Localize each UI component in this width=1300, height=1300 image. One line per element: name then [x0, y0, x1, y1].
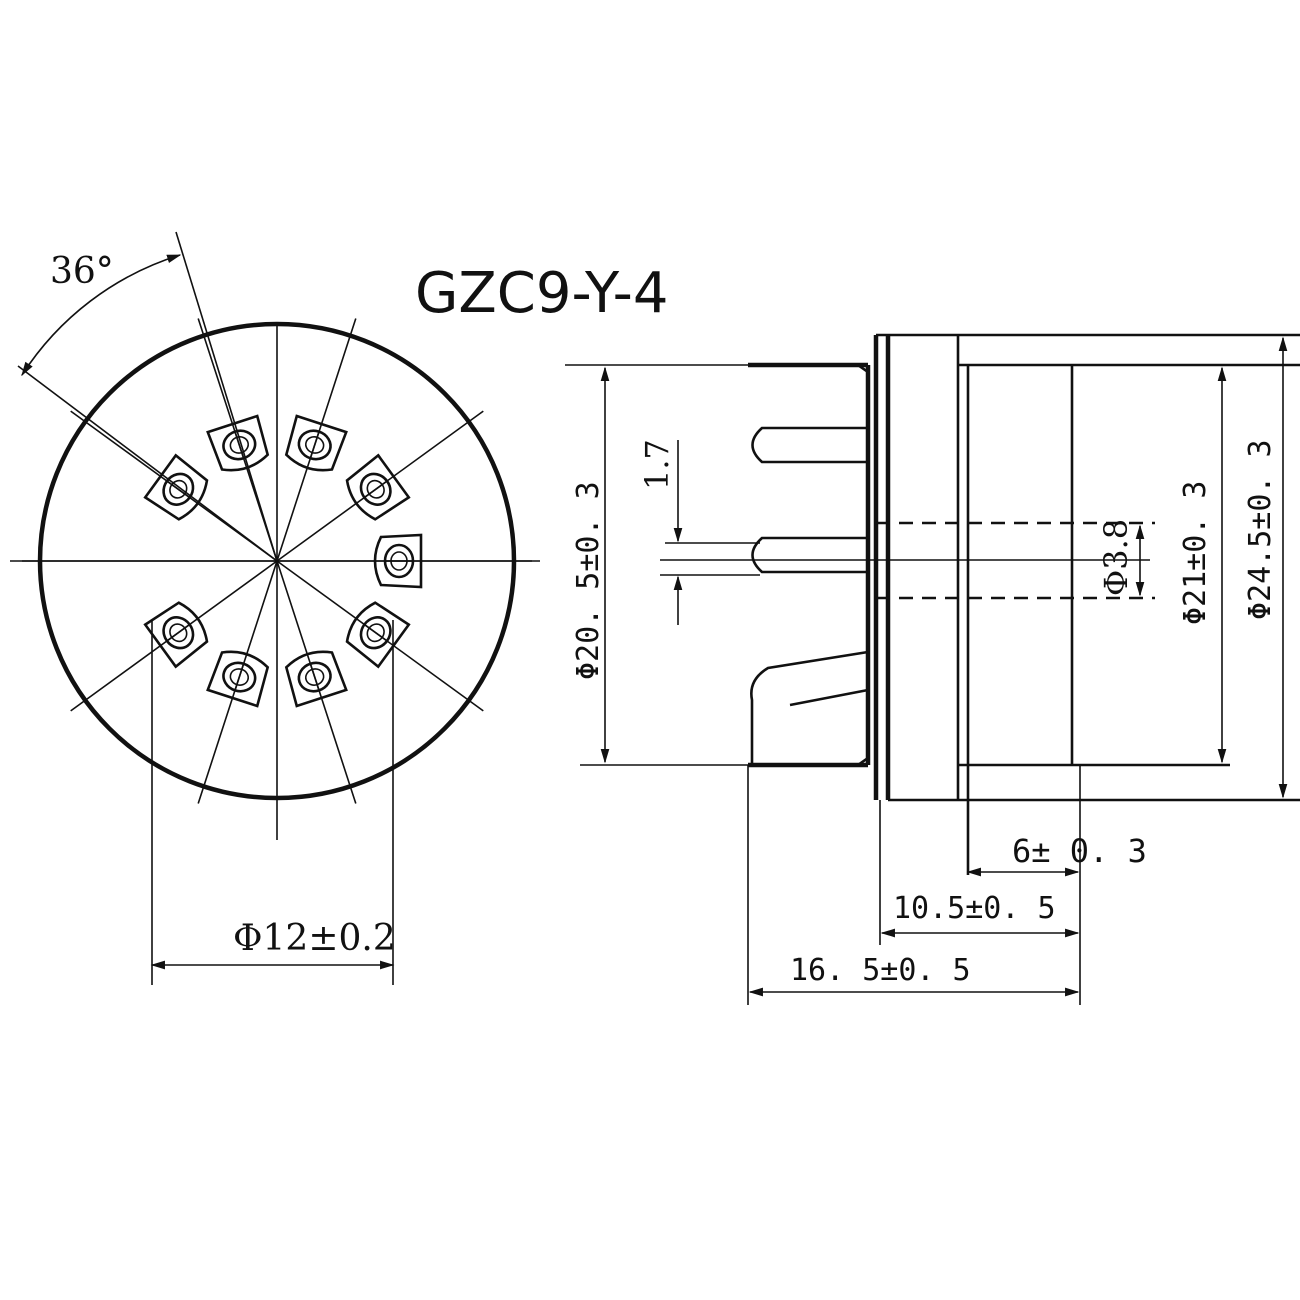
- front-view: 36° Φ12±0.2: [10, 231, 540, 985]
- pin-width-dim-label: 1.7: [638, 439, 676, 490]
- pin-contact: [373, 533, 423, 589]
- pin-contact: [206, 650, 270, 708]
- angle-ray-line-2: [175, 231, 278, 562]
- pin-terminal-top: [751, 426, 868, 464]
- len-6-dim-label: 6± 0. 3: [1012, 832, 1147, 870]
- bottom-bracket: [857, 730, 870, 767]
- angle-arc: [21, 254, 182, 377]
- hole-dim-label: Φ3.8: [1097, 519, 1135, 596]
- side-view: Φ20. 5±0. 3 1.7 Φ3.8 Φ21±0. 3 Φ24.5±0. 3…: [565, 333, 1300, 1005]
- pin-contact: [345, 601, 411, 669]
- len-10-5-dim-label: 10.5±0. 5: [893, 891, 1056, 926]
- pin-terminal-middle: [751, 536, 868, 574]
- pin-contact: [143, 453, 209, 521]
- pin-contact: [345, 453, 411, 521]
- outer-dia-dim-label: Φ24.5±0. 3: [1243, 439, 1278, 620]
- pin-contact: [284, 650, 348, 708]
- pin-circle-dim-label: Φ12±0.2: [233, 918, 396, 959]
- pin-contact: [206, 414, 270, 472]
- pin-contact: [143, 601, 209, 669]
- angle-ray-line: [17, 365, 278, 562]
- len-16-5-dim-label: 16. 5±0. 5: [790, 953, 971, 988]
- pin-terminals: [143, 414, 423, 708]
- pin-terminal-bottom-inner: [789, 688, 869, 707]
- inner-dia-dim-label: Φ21±0. 3: [1178, 481, 1213, 626]
- pin-terminal-bottom: [750, 650, 869, 765]
- pin-contact: [284, 414, 348, 472]
- body-dia-dim-label: Φ20. 5±0. 3: [571, 481, 606, 680]
- top-bracket: [857, 363, 870, 400]
- angle-label: 36°: [50, 251, 114, 292]
- part-title: GZC9-Y-4: [415, 261, 668, 326]
